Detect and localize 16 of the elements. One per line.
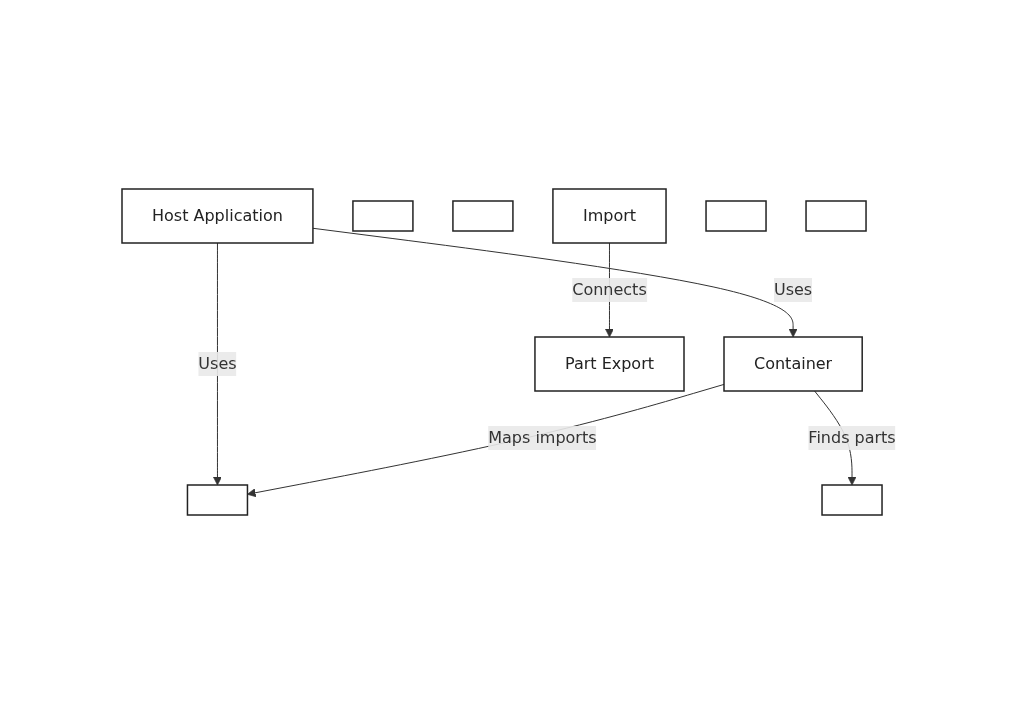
node-box	[451, 199, 514, 232]
node-box: Import	[551, 187, 667, 244]
node-box	[804, 199, 867, 232]
node-box	[820, 483, 883, 516]
edge-label: Finds parts	[807, 427, 896, 447]
arrow	[212, 242, 222, 485]
edge-label: Connects	[571, 279, 647, 299]
node-box	[704, 199, 767, 232]
node-box: Container	[722, 335, 863, 392]
node-box	[186, 483, 248, 516]
node-box: Part Export	[533, 335, 685, 392]
edge-label: Uses	[197, 353, 237, 373]
edge-label: Uses	[773, 279, 812, 299]
node-box: Host Application	[120, 187, 314, 244]
node-box	[351, 199, 414, 232]
edge-label: Maps imports	[487, 427, 597, 447]
